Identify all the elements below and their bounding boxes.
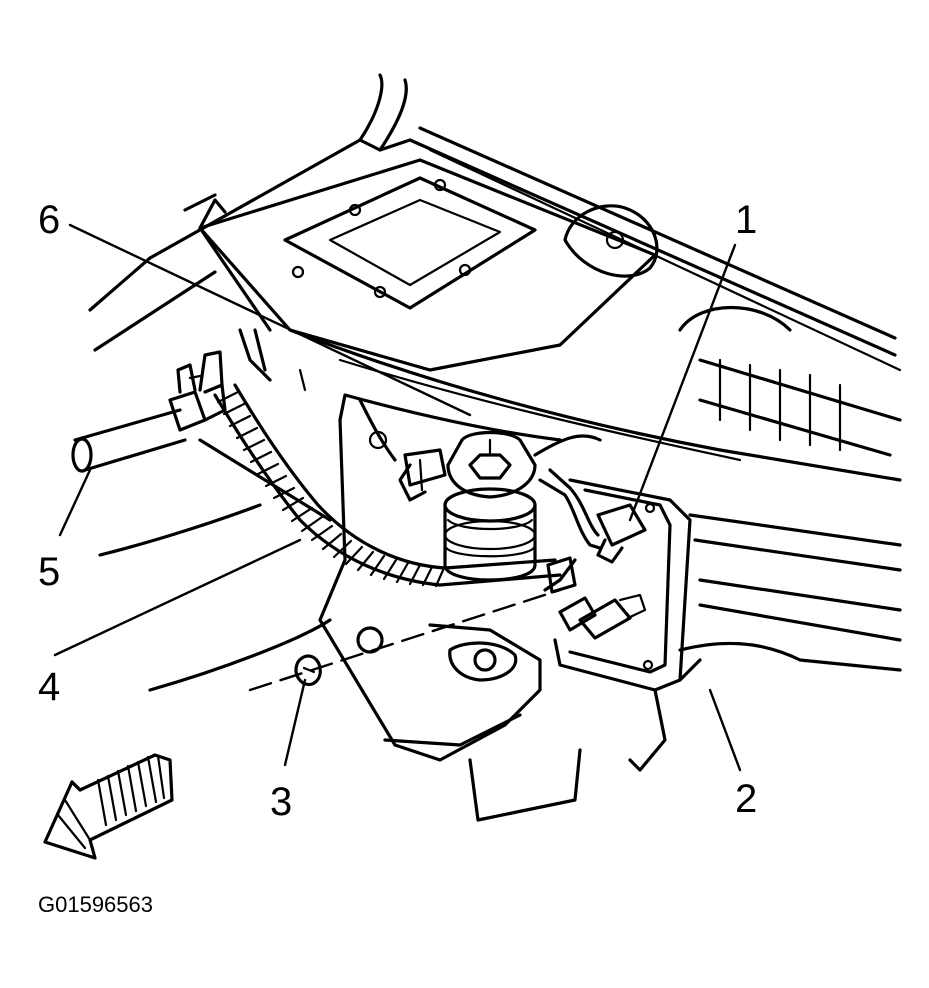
leader-lines: [53, 223, 742, 772]
leader-3: [283, 678, 307, 767]
leader-2: [708, 688, 742, 772]
fuel-pipe: [71, 350, 227, 473]
callout-3: 3: [270, 780, 292, 824]
callout-4: 4: [38, 665, 60, 709]
callout-1: 1: [735, 198, 757, 242]
retaining-clip: [294, 654, 322, 687]
leader-4: [53, 538, 302, 657]
callout-2: 2: [735, 777, 757, 821]
callout-6: 6: [38, 198, 60, 242]
leader-5: [58, 468, 92, 537]
vehicle-frame-lines: [88, 73, 902, 822]
figure-id: G01596563: [38, 892, 153, 917]
vent-hose: [213, 383, 577, 594]
fuel-line-connector: [558, 503, 647, 640]
front-direction-arrow-icon: [43, 753, 174, 860]
callout-5: 5: [38, 550, 60, 594]
leader-3-dashed: [248, 588, 562, 692]
leader-6: [68, 223, 472, 417]
callout-labels: 1 2 3 4 5 6: [38, 198, 757, 824]
leader-1: [628, 243, 737, 522]
